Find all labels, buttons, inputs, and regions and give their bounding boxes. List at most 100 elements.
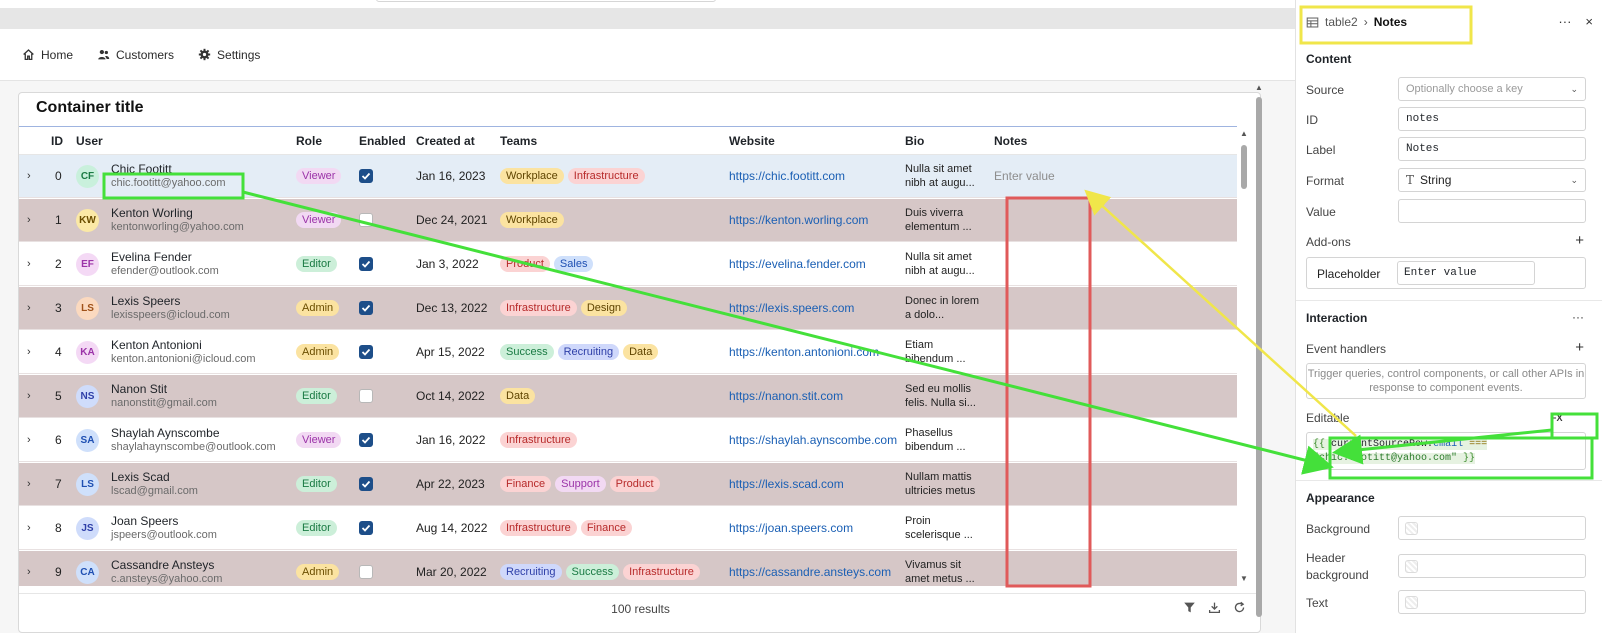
addon-placeholder-input[interactable]: Enter value (1397, 261, 1535, 285)
notes-cell[interactable] (994, 199, 1084, 241)
created-at: Apr 15, 2022 (416, 345, 485, 359)
column-header-notes[interactable]: Notes (994, 133, 1028, 148)
expand-row-icon[interactable]: › (27, 346, 31, 358)
notes-cell[interactable] (994, 463, 1084, 505)
value-input[interactable] (1398, 199, 1586, 223)
enabled-checkbox[interactable] (359, 389, 373, 403)
table-scroll-thumb[interactable] (1241, 145, 1247, 189)
expand-row-icon[interactable]: › (27, 258, 31, 270)
enabled-checkbox[interactable] (359, 257, 373, 271)
expand-row-icon[interactable]: › (27, 566, 31, 578)
website-link[interactable]: https://lexis.speers.com (729, 301, 855, 315)
enabled-checkbox[interactable] (359, 565, 373, 579)
column-header-role[interactable]: Role (296, 133, 323, 148)
nav-home[interactable]: Home (22, 48, 73, 62)
team-badge: Workplace (500, 168, 564, 184)
enabled-checkbox[interactable] (359, 521, 373, 535)
notes-cell[interactable] (994, 375, 1084, 417)
refresh-icon[interactable] (1233, 601, 1246, 614)
website-link[interactable]: https://chic.footitt.com (729, 169, 846, 183)
id-input[interactable]: notes (1398, 107, 1586, 131)
column-header-website[interactable]: Website (729, 133, 775, 148)
download-icon[interactable] (1208, 601, 1221, 614)
scroll-down-icon[interactable]: ▼ (1240, 574, 1248, 583)
close-icon[interactable]: × (1585, 14, 1593, 29)
format-select[interactable]: T String ⌄ (1398, 168, 1586, 192)
page-scroll-up-icon[interactable]: ▲ (1255, 83, 1263, 92)
website-link[interactable]: https://cassandre.ansteys.com (729, 565, 892, 579)
website-link[interactable]: https://lexis.scad.com (729, 477, 844, 491)
expand-row-icon[interactable]: › (27, 478, 31, 490)
expand-row-icon[interactable]: › (27, 434, 31, 446)
notes-cell[interactable] (994, 551, 1084, 586)
breadcrumb-parent[interactable]: table2 (1325, 15, 1358, 29)
column-header-created-at[interactable]: Created at (416, 133, 475, 148)
add-event-handler-icon[interactable]: + (1575, 339, 1584, 356)
notes-cell[interactable] (994, 243, 1084, 285)
enabled-checkbox[interactable] (359, 433, 373, 447)
page-scrollbar[interactable]: ▲ (1254, 83, 1264, 631)
more-options-icon[interactable]: ··· (1558, 14, 1572, 29)
color-swatch-icon (1405, 560, 1418, 573)
avatar: LS (76, 472, 99, 496)
expand-row-icon[interactable]: › (27, 302, 31, 314)
event-handlers-empty[interactable]: Trigger queries, control components, or … (1306, 363, 1586, 399)
fx-toggle[interactable]: FX (1551, 413, 1563, 423)
website-link[interactable]: https://kenton.antonioni.com (729, 345, 880, 359)
enabled-checkbox[interactable] (359, 169, 373, 183)
scroll-up-icon[interactable]: ▲ (1240, 129, 1248, 138)
column-header-user[interactable]: User (76, 133, 103, 148)
notes-cell[interactable] (994, 419, 1084, 461)
page-scroll-thumb[interactable] (1256, 97, 1262, 617)
website-link[interactable]: https://joan.speers.com (729, 521, 854, 535)
website-link[interactable]: https://nanon.stit.com (729, 389, 844, 403)
website-link[interactable]: https://evelina.fender.com (729, 257, 866, 271)
source-label: Source (1306, 83, 1345, 97)
notes-cell-placeholder[interactable]: Enter value (994, 169, 1055, 183)
enabled-checkbox[interactable] (359, 345, 373, 359)
text-color-field[interactable] (1398, 590, 1586, 614)
label-input[interactable]: Notes (1398, 137, 1586, 161)
notes-cell[interactable] (994, 331, 1084, 373)
column-header-enabled[interactable]: Enabled (359, 133, 406, 148)
nav-customers[interactable]: Customers (97, 48, 174, 62)
table-scrollbar[interactable]: ▲ ▼ (1239, 129, 1249, 583)
header-background-color-field[interactable] (1398, 554, 1586, 578)
enabled-checkbox[interactable] (359, 213, 373, 227)
notes-cell[interactable] (994, 507, 1084, 549)
chevron-down-icon: ⌄ (1570, 174, 1578, 185)
expand-row-icon[interactable]: › (27, 170, 31, 182)
notes-cell[interactable] (994, 287, 1084, 329)
filter-icon[interactable] (1183, 601, 1196, 614)
background-color-field[interactable] (1398, 516, 1586, 540)
table-footer: 100 results (19, 593, 1260, 623)
nav-settings[interactable]: Settings (198, 48, 260, 62)
top-search-field[interactable] (376, 0, 716, 2)
enabled-checkbox[interactable] (359, 477, 373, 491)
enabled-checkbox[interactable] (359, 301, 373, 315)
column-header-bio[interactable]: Bio (905, 133, 925, 148)
expand-row-icon[interactable]: › (27, 214, 31, 226)
header-background-label: Header background (1306, 550, 1369, 584)
source-select[interactable]: Optionally choose a key ⌄ (1398, 77, 1586, 101)
expand-row-icon[interactable]: › (27, 390, 31, 402)
column-header-id[interactable]: ID (51, 133, 63, 148)
editable-code-editor[interactable]: {{ currentSourceRow.email === "chic.foot… (1306, 432, 1586, 470)
interaction-more-icon[interactable]: ··· (1572, 310, 1584, 324)
add-addon-icon[interactable]: + (1575, 232, 1584, 249)
expand-row-icon[interactable]: › (27, 522, 31, 534)
bio-text: Phasellus bibendum ... (905, 427, 966, 453)
website-link[interactable]: https://kenton.worling.com (729, 213, 869, 227)
column-header-teams[interactable]: Teams (500, 133, 538, 148)
website-link[interactable]: https://shaylah.aynscombe.com (729, 433, 898, 447)
